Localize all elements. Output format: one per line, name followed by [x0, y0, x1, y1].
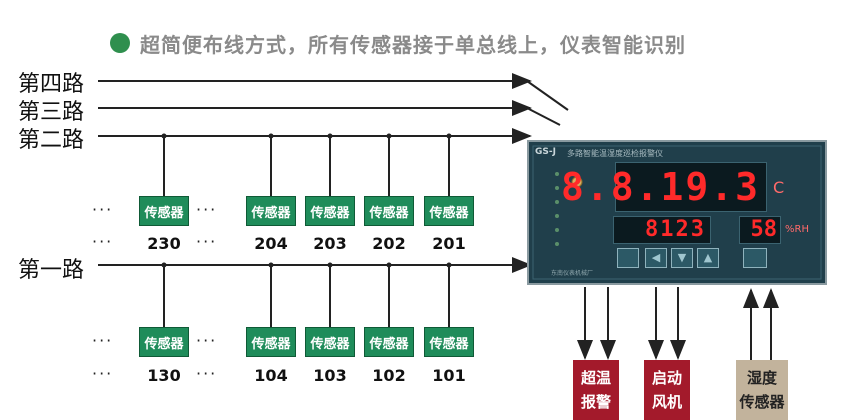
- route-label-3: 第三路: [18, 100, 85, 125]
- ellipsis: ···: [92, 232, 114, 251]
- humidity-display: 58: [739, 216, 781, 244]
- fan-label-2: 风机: [651, 393, 682, 411]
- channel-display: 8123: [613, 216, 711, 244]
- channel-readout: 8123: [645, 217, 706, 242]
- unit-rh: %RH: [785, 224, 809, 235]
- alarm-label-1: 超温: [580, 369, 611, 387]
- maker-label: 东南仪表机械厂: [551, 270, 594, 277]
- humidity-label-1: 湿度: [746, 369, 777, 387]
- down-button[interactable]: ▼: [671, 248, 693, 268]
- sensor-102: 传感器: [364, 327, 414, 357]
- ellipsis: ···: [196, 331, 218, 350]
- sensor-id: 104: [254, 366, 288, 385]
- ellipsis: ···: [196, 364, 218, 383]
- sensor-id: 203: [313, 234, 347, 253]
- sensor-103: 传感器: [305, 327, 355, 357]
- sensor-201: 传感器: [424, 196, 474, 226]
- ellipsis: ···: [92, 200, 114, 219]
- ellipsis: ···: [196, 232, 218, 251]
- route-label-1: 第一路: [18, 258, 85, 283]
- humidity-sensor-input: 湿度 传感器: [736, 360, 788, 420]
- header-text: 超简便布线方式，所有传感器接于单总线上，仪表智能识别: [140, 32, 686, 57]
- sensor-230: 传感器: [139, 196, 189, 226]
- fan-output: 启动 风机: [644, 360, 690, 420]
- sensor-204: 传感器: [246, 196, 296, 226]
- sensor-203: 传感器: [305, 196, 355, 226]
- sensor-130: 传感器: [139, 327, 189, 357]
- main-display: 8.8.19.3: [561, 162, 767, 212]
- header-bullet-icon: [110, 33, 130, 53]
- sensor-id: 130: [147, 366, 181, 385]
- wiring-diagram: 超简便布线方式，所有传感器接于单总线上，仪表智能识别 第四路 第三路 第二路 第…: [18, 28, 827, 420]
- alarm-label-2: 报警: [580, 393, 611, 411]
- left-button[interactable]: ◀: [645, 248, 667, 268]
- set-button[interactable]: [617, 248, 639, 268]
- route-label-4: 第四路: [18, 72, 85, 97]
- humidity-label-2: 传感器: [739, 393, 785, 411]
- mode-button[interactable]: [743, 248, 767, 268]
- sensor-id: 230: [147, 234, 181, 253]
- instrument-title: 多路智能温湿度巡检报警仪: [567, 149, 663, 158]
- bus-lines: [98, 73, 779, 362]
- header: 超简便布线方式，所有传感器接于单总线上，仪表智能识别: [110, 28, 686, 58]
- fan-label-1: 启动: [651, 369, 682, 387]
- instrument-panel: GS-J 多路智能温湿度巡检报警仪 8.8.19.3 C 8123 58 %RH…: [527, 140, 827, 285]
- sensor-id: 103: [313, 366, 347, 385]
- alarm-output: 超温 报警: [573, 360, 619, 420]
- sensor-101: 传感器: [424, 327, 474, 357]
- temperature-readout: 8.8.19.3: [560, 165, 760, 209]
- sensor-104: 传感器: [246, 327, 296, 357]
- sensor-id: 202: [372, 234, 406, 253]
- unit-celsius: C: [773, 178, 785, 197]
- humidity-readout: 58: [750, 217, 778, 242]
- sensor-id: 102: [372, 366, 406, 385]
- sensor-id: 204: [254, 234, 288, 253]
- status-leds: [555, 172, 583, 246]
- instrument-model: GS-J: [535, 147, 556, 157]
- ellipsis: ···: [196, 200, 218, 219]
- sensor-id: 201: [432, 234, 466, 253]
- sensor-202: 传感器: [364, 196, 414, 226]
- up-button[interactable]: ▲: [697, 248, 719, 268]
- ellipsis: ···: [92, 331, 114, 350]
- route-label-2: 第二路: [18, 128, 85, 153]
- ellipsis: ···: [92, 364, 114, 383]
- sensor-id: 101: [432, 366, 466, 385]
